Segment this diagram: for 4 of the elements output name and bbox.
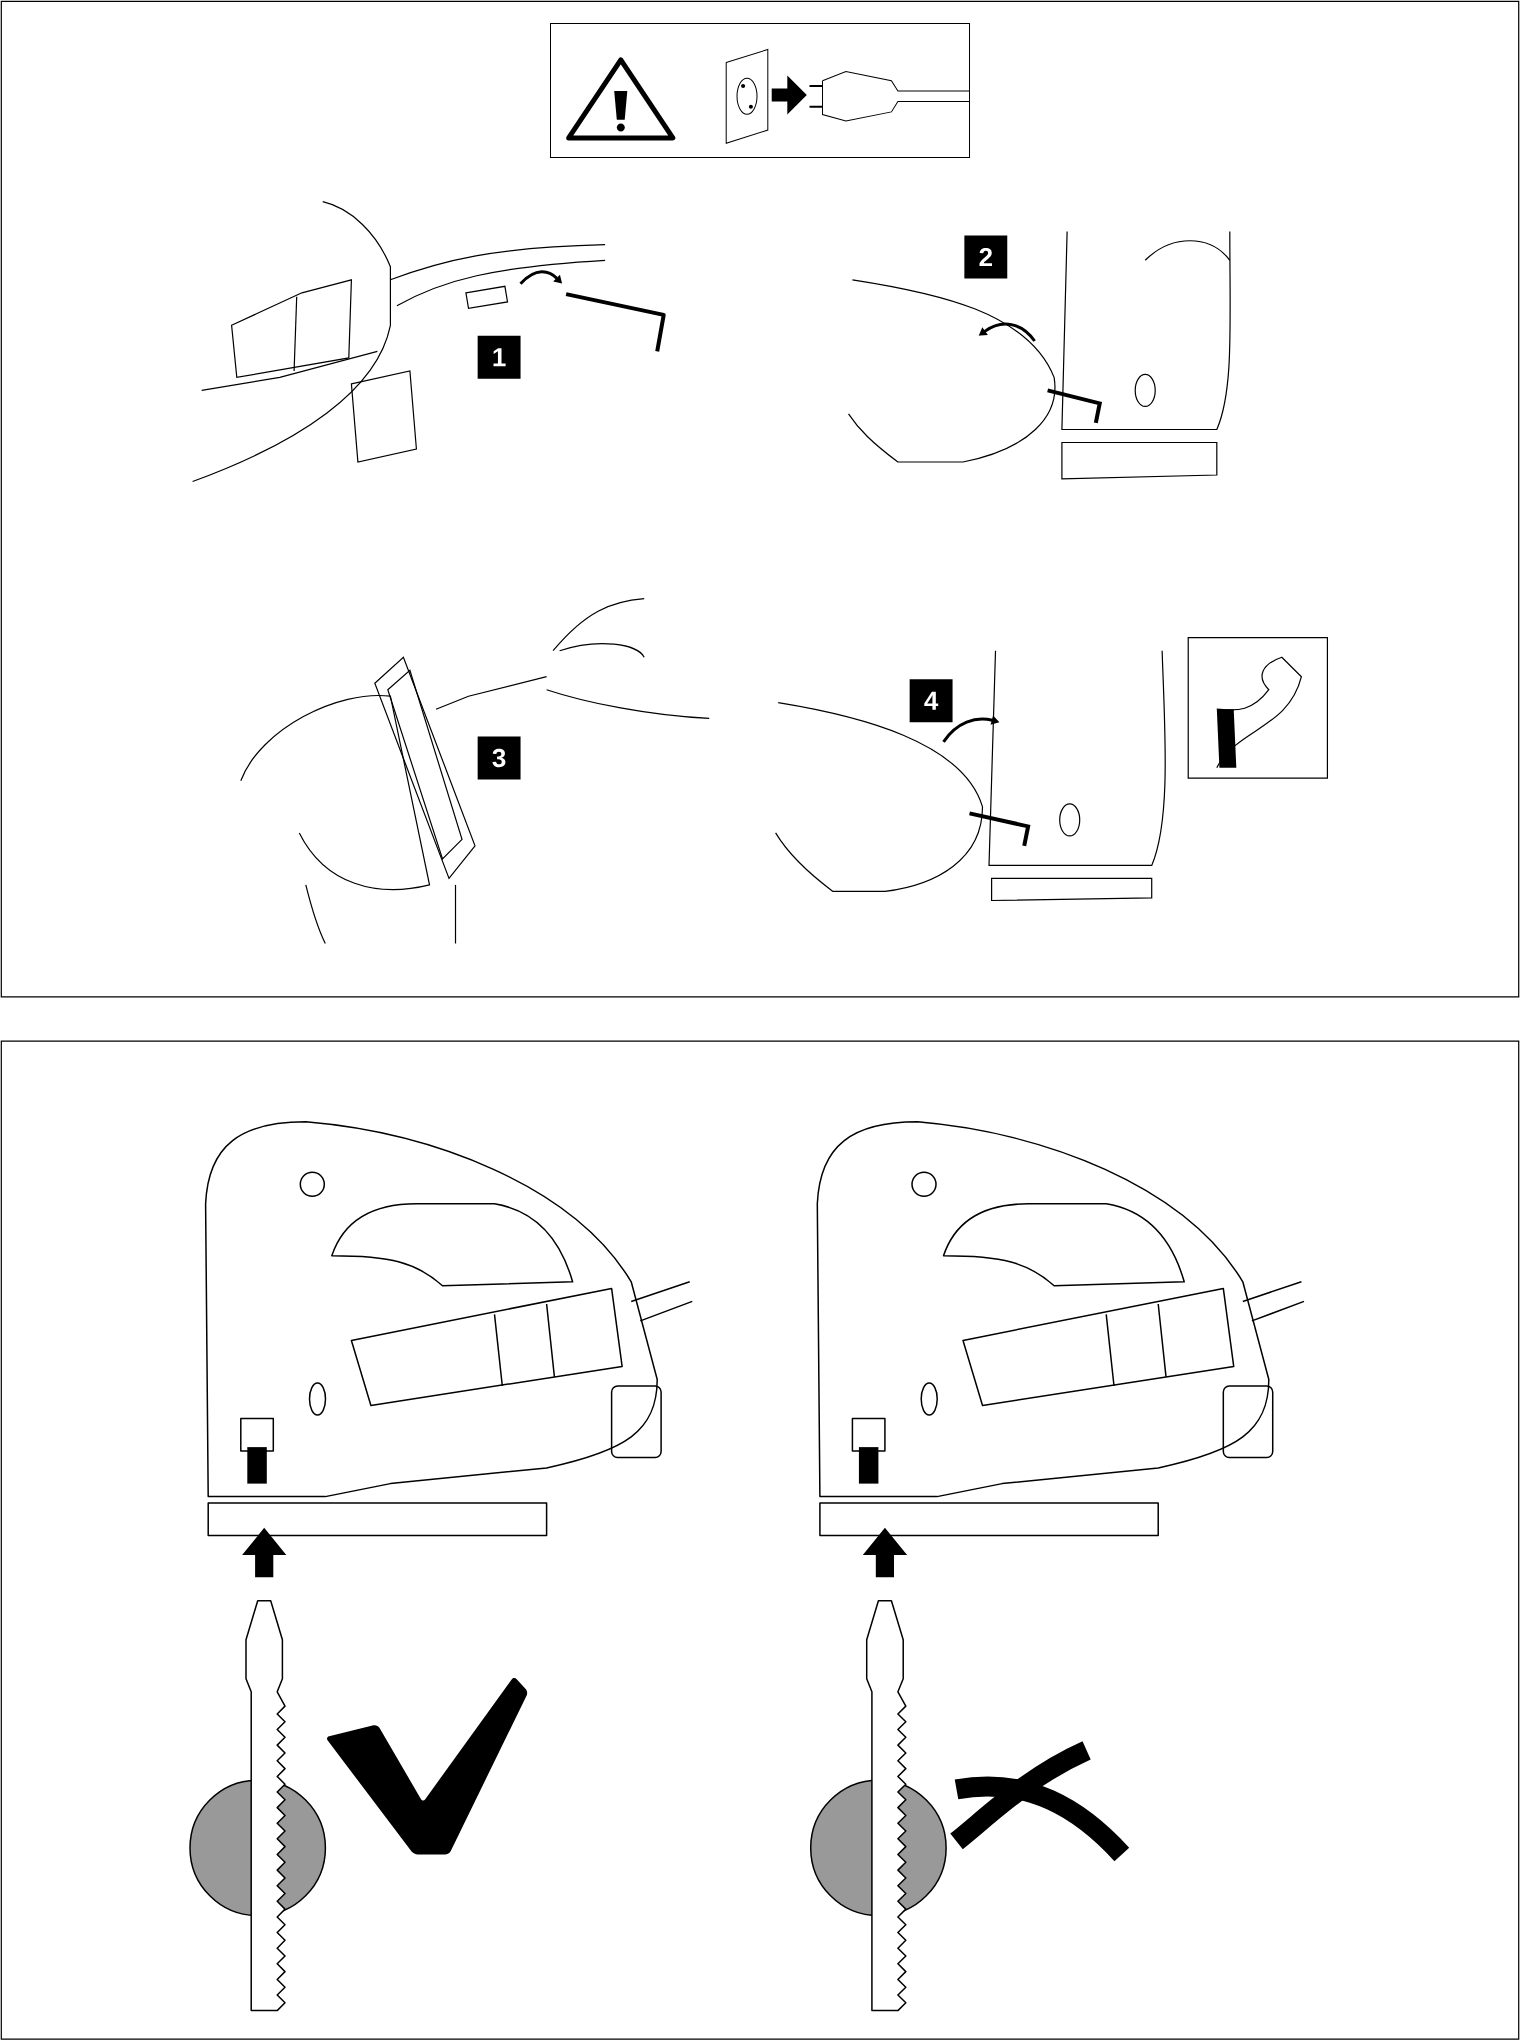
- step-number: 2: [964, 235, 1008, 279]
- step-number: 1: [477, 335, 521, 379]
- step-number: 4: [909, 679, 953, 723]
- step-number: 3: [477, 736, 521, 780]
